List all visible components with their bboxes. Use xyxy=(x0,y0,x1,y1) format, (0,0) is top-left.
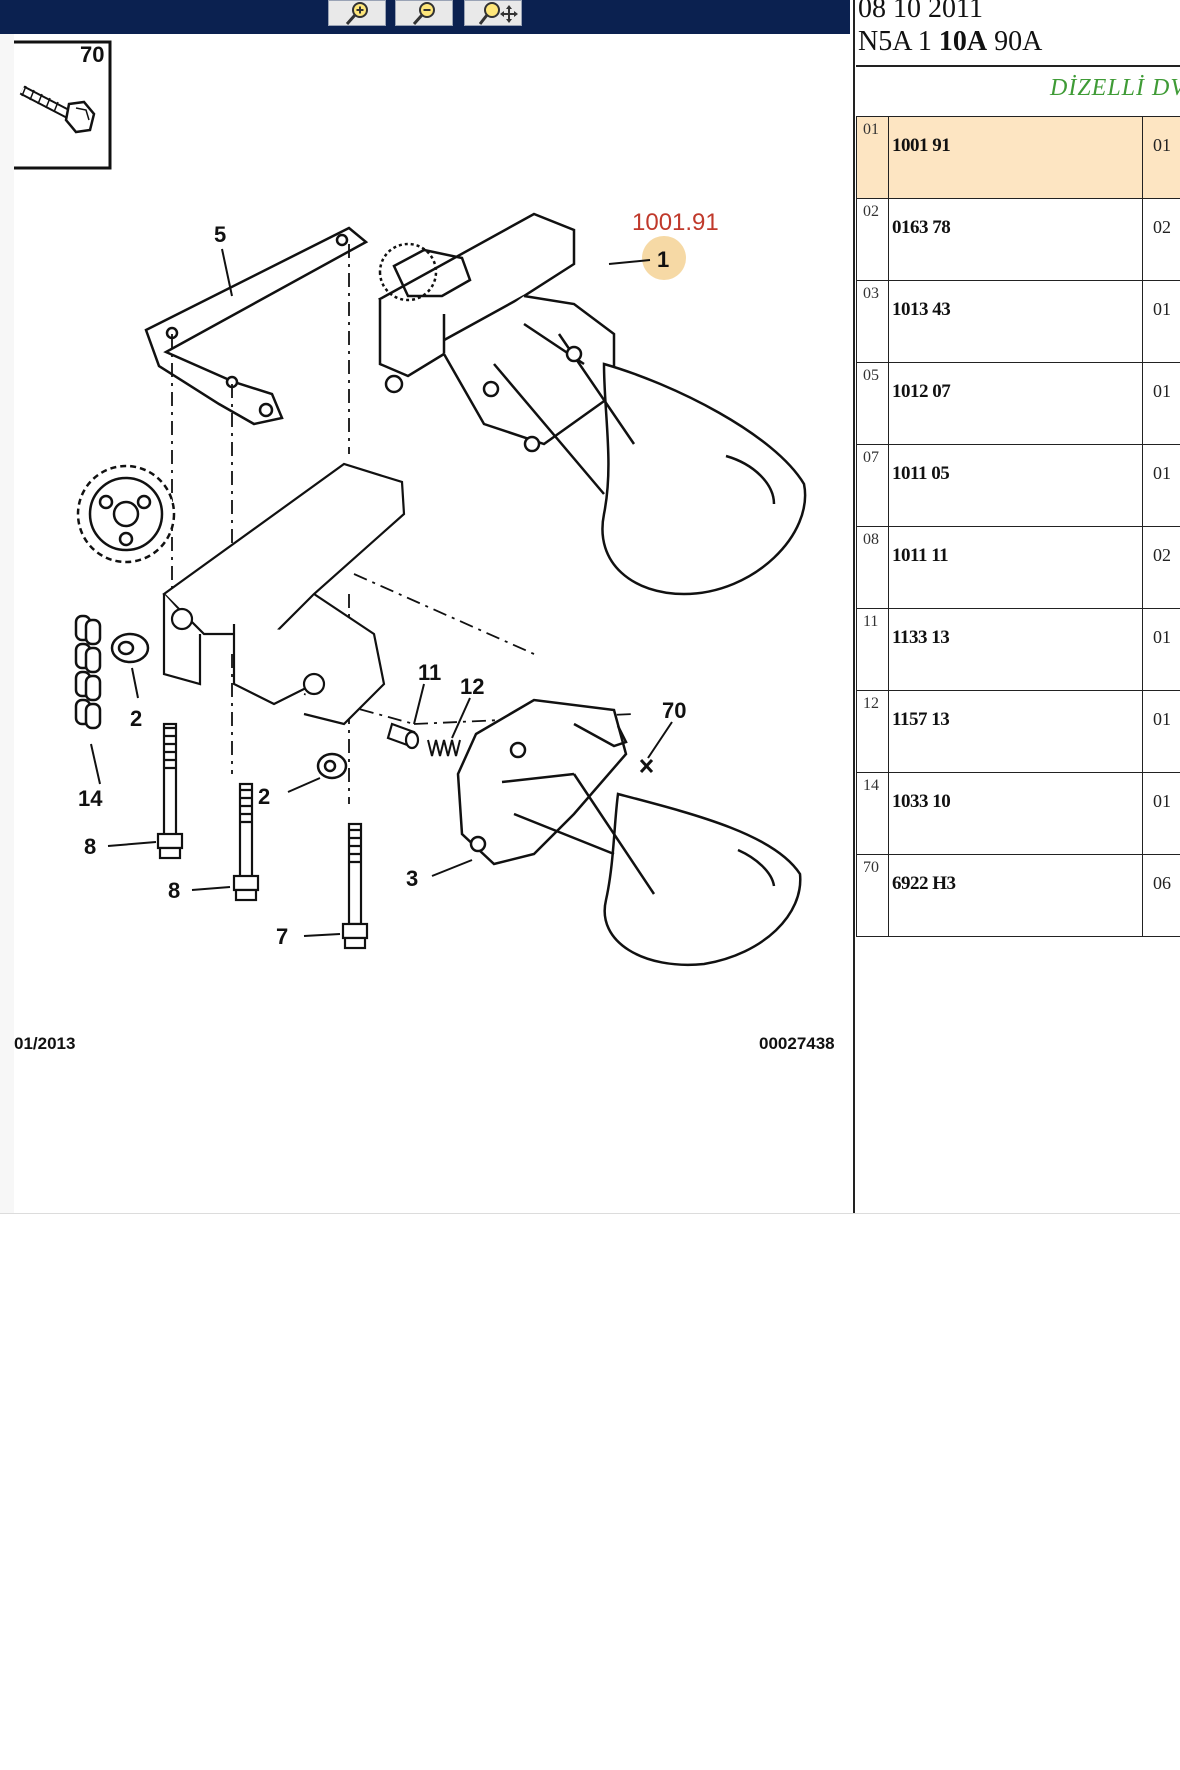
zoom-out-button[interactable] xyxy=(395,0,453,26)
row-index: 14 xyxy=(856,772,889,855)
piston-part-11 xyxy=(386,722,420,750)
row-index: 70 xyxy=(856,854,889,937)
callout-12: 12 xyxy=(460,674,484,699)
viewer-left-margin xyxy=(0,34,14,1214)
part-reference: 1033 10 xyxy=(888,772,1143,855)
row-index: 05 xyxy=(856,362,889,445)
highlighted-part-reference: 1001.91 xyxy=(632,209,719,236)
callout-70: 70 xyxy=(662,698,686,723)
part-quantity: 02 xyxy=(1142,526,1180,609)
callout-2-top: 2 xyxy=(130,706,142,731)
part-reference: 1001 91 xyxy=(888,116,1143,199)
part-quantity: 01 xyxy=(1142,362,1180,445)
inset-box-item-70: 70 xyxy=(14,40,112,170)
panel-divider xyxy=(853,0,855,1214)
callout-1: 1 xyxy=(657,247,669,272)
row-index: 02 xyxy=(856,198,889,281)
part-reference: 6922 H3 xyxy=(888,854,1143,937)
diagram-date: 01/2013 xyxy=(14,1034,75,1053)
part-reference: 1011 11 xyxy=(888,526,1143,609)
screw-location-marker xyxy=(639,758,654,774)
callout-7: 7 xyxy=(276,924,288,949)
part-reference: 0163 78 xyxy=(888,198,1143,281)
row-index: 07 xyxy=(856,444,889,527)
callout-14: 14 xyxy=(78,786,103,811)
row-index: 12 xyxy=(856,690,889,773)
pump-cover-part-3 xyxy=(456,698,802,967)
callout-5: 5 xyxy=(214,222,226,247)
vehicle-code: N5A 1 10A 90A xyxy=(858,26,1043,57)
zoom-in-icon xyxy=(345,2,368,25)
pump-body-outline xyxy=(162,462,406,726)
part-reference: 1133 13 xyxy=(888,608,1143,691)
inset-label: 70 xyxy=(80,42,104,67)
header-divider xyxy=(856,65,1180,67)
part-quantity: 01 xyxy=(1142,444,1180,527)
parts-diagram-viewer: 70 1001.91 1 5 xyxy=(0,0,1180,1215)
pan-icon xyxy=(479,2,518,25)
bolt-part-8b xyxy=(232,782,260,902)
bracket-part-5 xyxy=(144,226,369,426)
bolt-part-8a xyxy=(156,722,184,860)
viewer-bottom-border xyxy=(0,1213,1180,1214)
callout-8-second: 8 xyxy=(168,878,180,903)
engine-category-label: DİZELLİ DV xyxy=(1050,75,1180,101)
viewer-toolbar xyxy=(0,0,850,34)
part-reference: 1157 13 xyxy=(888,690,1143,773)
screw-icon xyxy=(19,85,96,134)
part-reference: 1011 05 xyxy=(888,444,1143,527)
row-index: 08 xyxy=(856,526,889,609)
part-quantity: 01 xyxy=(1142,608,1180,691)
chain-links-part-14 xyxy=(74,614,102,730)
part-reference: 1012 07 xyxy=(888,362,1143,445)
callout-2-bottom: 2 xyxy=(258,784,270,809)
bolt-part-7 xyxy=(341,822,369,950)
callout-3: 3 xyxy=(406,866,418,891)
pan-button[interactable] xyxy=(464,0,522,26)
callout-8-first: 8 xyxy=(84,834,96,859)
part-quantity: 02 xyxy=(1142,198,1180,281)
oil-pump-assembly-part-1 xyxy=(378,212,807,596)
exploded-view-drawing[interactable]: 70 1001.91 1 5 xyxy=(14,34,854,1214)
catalog-date: 08 10 2011 xyxy=(858,0,983,24)
bushing-part-2 xyxy=(110,632,348,780)
part-quantity: 01 xyxy=(1142,690,1180,773)
row-index: 01 xyxy=(856,116,889,199)
row-index: 03 xyxy=(856,280,889,363)
part-quantity: 01 xyxy=(1142,772,1180,855)
spring-part-12 xyxy=(427,739,461,757)
zoom-in-button[interactable] xyxy=(328,0,386,26)
part-reference: 1013 43 xyxy=(888,280,1143,363)
callout-11: 11 xyxy=(418,660,441,685)
part-quantity: 01 xyxy=(1142,280,1180,363)
row-index: 11 xyxy=(856,608,889,691)
part-quantity: 06 xyxy=(1142,854,1180,937)
part-quantity: 01 xyxy=(1142,116,1180,199)
zoom-out-icon xyxy=(412,2,435,25)
diagram-id: 00027438 xyxy=(759,1034,835,1053)
highlight-marker xyxy=(642,236,686,280)
sprocket-gear xyxy=(76,464,176,564)
